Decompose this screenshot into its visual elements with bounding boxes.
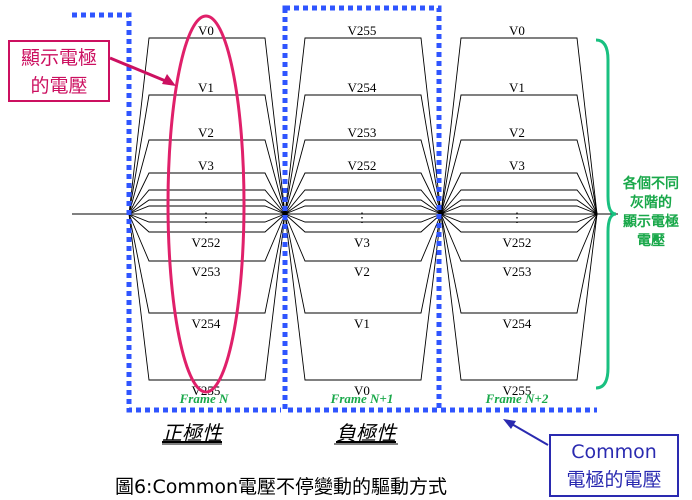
waveform-level-line bbox=[284, 189, 442, 215]
dotted-box-frame-n1 bbox=[282, 5, 442, 413]
voltage-level-label: V255 bbox=[503, 383, 532, 398]
pixel-voltage-highlight-ellipse bbox=[166, 14, 246, 394]
voltage-level-label: V254 bbox=[192, 316, 221, 331]
voltage-level-label: V2 bbox=[509, 125, 525, 140]
waveform-level-line bbox=[284, 94, 442, 215]
waveform-level-line bbox=[440, 139, 598, 215]
waveform-level-line bbox=[128, 213, 286, 314]
waveform-level-line bbox=[440, 213, 598, 314]
voltage-level-label: V0 bbox=[354, 383, 370, 398]
waveform-level-line bbox=[284, 213, 442, 381]
frame-label-n1: Frame N+1 bbox=[330, 391, 394, 406]
voltage-level-label: V252 bbox=[348, 158, 377, 173]
common-callout-line-2: 電極的電壓 bbox=[566, 469, 662, 491]
figure-caption: 圖6:Common電壓不停變動的驅動方式 bbox=[114, 476, 448, 498]
grayscale-note-line-2: 灰階的 bbox=[630, 195, 672, 211]
voltage-level-label: V0 bbox=[509, 23, 525, 38]
waveform-level-line bbox=[284, 199, 442, 215]
grayscale-note-line-3: 顯示電極 bbox=[623, 214, 679, 230]
waveform-level-line bbox=[128, 213, 286, 262]
level-ellipsis: ⋮ bbox=[200, 210, 213, 225]
waveform-level-line bbox=[440, 189, 598, 215]
voltage-level-label: V254 bbox=[503, 316, 532, 331]
green-brace bbox=[595, 38, 617, 390]
positive-polarity-label: 正極性 bbox=[162, 421, 224, 445]
waveform-level-line bbox=[284, 213, 442, 314]
waveform-level-line bbox=[128, 199, 286, 215]
waveform-level-line bbox=[440, 213, 598, 233]
frame-label-n2: Frame N+2 bbox=[485, 391, 549, 406]
voltage-level-label: V1 bbox=[354, 316, 370, 331]
waveform-level-line bbox=[440, 37, 598, 215]
waveform-level-line bbox=[128, 94, 286, 215]
waveform-level-line bbox=[128, 205, 286, 215]
grayscale-note-line-1: 各個不同 bbox=[623, 176, 679, 192]
waveform-level-line bbox=[440, 94, 598, 215]
grayscale-voltage-note: 各個不同 灰階的 顯示電極 電壓 bbox=[612, 175, 690, 251]
waveform-level-line bbox=[440, 205, 598, 215]
voltage-level-label: V252 bbox=[192, 235, 221, 250]
common-callout-arrowhead bbox=[503, 419, 516, 429]
voltage-level-label: V1 bbox=[509, 80, 525, 95]
waveform-level-line bbox=[128, 172, 286, 215]
common-callout-arrow bbox=[509, 422, 549, 446]
waveform-level-line bbox=[284, 205, 442, 215]
grayscale-note-line-4: 電壓 bbox=[637, 233, 665, 249]
waveform-level-line bbox=[440, 172, 598, 215]
waveform-level-line bbox=[440, 213, 598, 262]
waveform-lines: V0V1V2V3V252V253V254V255⋮V255V254V253V25… bbox=[128, 23, 598, 398]
waveform-level-line bbox=[128, 37, 286, 215]
voltage-level-label: V253 bbox=[192, 264, 221, 279]
voltage-level-label: V0 bbox=[198, 23, 214, 38]
waveform-level-line bbox=[284, 213, 442, 223]
waveform-level-line bbox=[284, 139, 442, 215]
voltage-level-label: V253 bbox=[503, 264, 532, 279]
negative-polarity-label: 負極性 bbox=[336, 421, 398, 445]
level-ellipsis: ⋮ bbox=[356, 210, 369, 225]
pixel-callout-arrowhead bbox=[162, 74, 176, 86]
voltage-level-label: V3 bbox=[509, 158, 525, 173]
pixel-callout-line-2: 的電壓 bbox=[30, 75, 88, 97]
voltage-level-label: V254 bbox=[348, 80, 377, 95]
dotted-box-frame-n bbox=[72, 12, 281, 413]
waveform-level-line bbox=[284, 172, 442, 215]
common-callout-line-1: Common bbox=[571, 441, 657, 463]
waveform-level-line bbox=[128, 189, 286, 215]
voltage-level-label: V3 bbox=[198, 158, 214, 173]
frame-label-n: Frame N bbox=[179, 391, 229, 406]
voltage-level-label: V2 bbox=[198, 125, 214, 140]
waveform-level-line bbox=[284, 37, 442, 215]
pixel-callout-line-1: 顯示電極 bbox=[20, 47, 97, 69]
waveform-level-line bbox=[440, 213, 598, 381]
waveform-level-line bbox=[284, 213, 442, 262]
pixel-voltage-callout: 顯示電極 的電壓 bbox=[8, 40, 110, 102]
waveform-level-line bbox=[284, 213, 442, 233]
voltage-level-label: V253 bbox=[348, 125, 377, 140]
waveform-level-line bbox=[128, 213, 286, 381]
waveform-level-line bbox=[128, 213, 286, 223]
waveform-level-line bbox=[128, 139, 286, 215]
voltage-level-label: V1 bbox=[198, 80, 214, 95]
voltage-level-label: V255 bbox=[348, 23, 377, 38]
waveform-level-line bbox=[440, 199, 598, 215]
pixel-callout-arrow bbox=[109, 56, 169, 84]
voltage-level-label: V252 bbox=[503, 235, 532, 250]
voltage-level-label: V3 bbox=[354, 235, 370, 250]
waveform-level-line bbox=[440, 213, 598, 223]
voltage-level-label: V2 bbox=[354, 264, 370, 279]
level-ellipsis: ⋮ bbox=[511, 210, 524, 225]
common-voltage-callout: Common 電極的電壓 bbox=[549, 434, 679, 497]
waveform-level-line bbox=[128, 213, 286, 233]
